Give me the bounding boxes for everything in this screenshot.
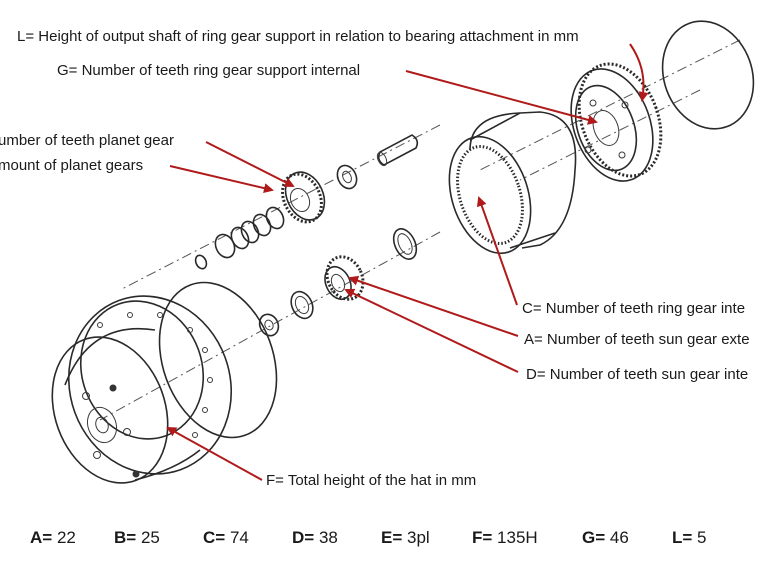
hat-housing <box>51 295 233 484</box>
planet-gear <box>281 171 326 224</box>
o-ring-hat <box>158 281 278 439</box>
label-G: G= Number of teeth ring gear support int… <box>57 62 360 79</box>
label-L: L= Height of output shaft of ring gear s… <box>17 28 579 45</box>
legend-item-D: D= 38 <box>292 528 338 547</box>
label-F: F= Total height of the hat in mm <box>266 472 476 489</box>
legend-item-A: A= 22 <box>30 528 76 547</box>
planet-pin <box>376 134 419 167</box>
label-A: A= Number of teeth sun gear exte <box>524 331 750 348</box>
legend-item-F: F= 135H <box>472 528 538 547</box>
legend-item-G: G= 46 <box>582 528 629 547</box>
annotation-arrows <box>166 43 649 481</box>
washer-small <box>258 313 280 337</box>
legend-item-B: B= 25 <box>114 528 160 547</box>
legend-item-E: E= 3pl <box>381 528 430 547</box>
values-legend: A= 22 B= 25 C= 74 D= 38 E= 3pl F= 135H G… <box>0 526 770 554</box>
ring-gear-support <box>570 62 663 182</box>
label-D: D= Number of teeth sun gear inte <box>526 366 748 383</box>
legend-item-L: L= 5 <box>672 528 707 547</box>
label-B: umber of teeth planet gear <box>0 132 174 149</box>
label-C: C= Number of teeth ring gear inte <box>522 300 745 317</box>
washer-top <box>336 164 358 190</box>
label-E: mount of planet gears <box>0 157 143 174</box>
legend-item-C: C= 74 <box>203 528 249 547</box>
o-ring-top <box>661 20 755 130</box>
needle-bearings <box>194 206 285 270</box>
washer-sun-right <box>392 228 418 260</box>
axis-lines <box>99 39 741 421</box>
washer-sun-left <box>290 290 314 320</box>
ring-gear-drum <box>448 111 577 255</box>
